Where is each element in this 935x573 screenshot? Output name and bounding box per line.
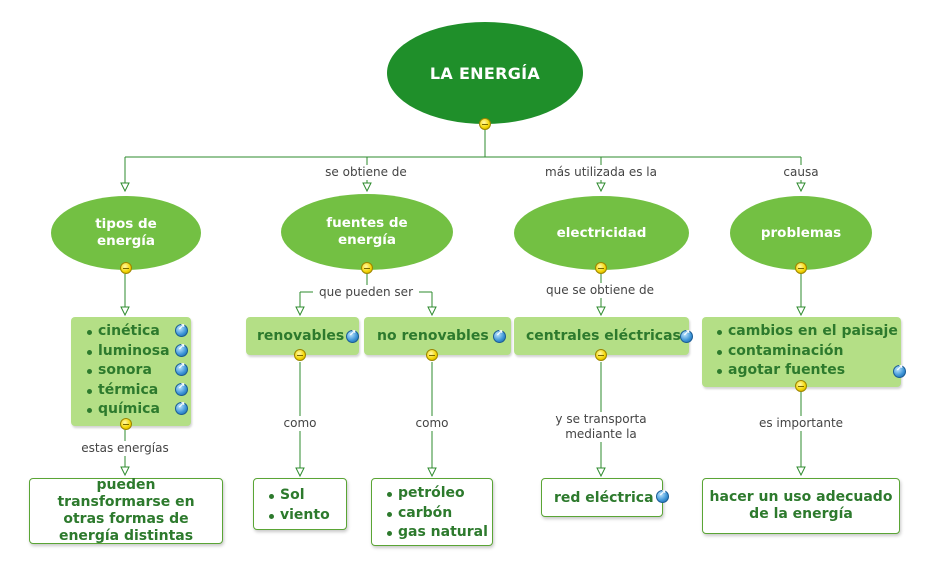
external-link-icon[interactable] (175, 401, 188, 415)
external-link-icon[interactable] (893, 364, 906, 378)
list-item: sonora (85, 361, 191, 381)
node-fuentes-de-energia[interactable]: fuentes de energía (281, 194, 453, 270)
external-link-icon[interactable] (680, 329, 693, 343)
renovables-list: Sol viento (267, 486, 346, 525)
collapse-toggle-icon[interactable] (294, 349, 306, 361)
label-como-renovables: como (278, 416, 322, 431)
node-tipos-de-energia[interactable]: tipos de energía (51, 196, 201, 270)
collapse-toggle-icon[interactable] (120, 262, 132, 274)
node-electricidad[interactable]: electricidad (514, 196, 689, 270)
node-renovables[interactable]: renovables (246, 317, 359, 355)
collapse-toggle-icon[interactable] (361, 262, 373, 274)
node-no-renovables[interactable]: no renovables (364, 317, 511, 355)
external-link-icon[interactable] (493, 329, 506, 343)
arrow-icon (120, 306, 130, 317)
collapse-toggle-icon[interactable] (426, 349, 438, 361)
list-item: contaminación (715, 342, 901, 362)
collapse-toggle-icon[interactable] (595, 349, 607, 361)
collapse-toggle-icon[interactable] (120, 418, 132, 430)
label-estas-energias: estas energías (71, 441, 179, 456)
collapse-toggle-icon[interactable] (795, 380, 807, 392)
label-que-pueden-ser: que pueden ser (313, 285, 419, 300)
list-item: cambios en el paisaje (715, 322, 901, 342)
external-link-icon[interactable] (175, 343, 188, 357)
list-item: cinética (85, 322, 191, 342)
tipos-list: cinética luminosa sonora térmica química (85, 322, 191, 420)
external-link-icon[interactable] (175, 362, 188, 376)
arrow-icon (295, 306, 305, 317)
external-link-icon[interactable] (175, 323, 188, 337)
arrow-icon (796, 466, 806, 477)
problemas-list: cambios en el paisaje contaminación agot… (715, 322, 901, 381)
label-se-transporta: y se transporta mediante la (546, 412, 656, 442)
arrow-icon (427, 306, 437, 317)
external-link-icon[interactable] (656, 489, 669, 503)
list-item: gas natural (385, 523, 492, 543)
list-item: agotar fuentes (715, 361, 901, 381)
arrow-icon (120, 466, 130, 477)
list-item: carbón (385, 504, 492, 524)
arrow-icon (596, 306, 606, 317)
list-item: viento (267, 506, 346, 526)
no-renovables-list: petróleo carbón gas natural (385, 484, 492, 543)
list-item: química (85, 400, 191, 420)
list-item: petróleo (385, 484, 492, 504)
arrow-icon (796, 182, 806, 193)
collapse-toggle-icon[interactable] (795, 262, 807, 274)
external-link-icon[interactable] (346, 329, 359, 343)
label-se-obtiene-de: se obtiene de (316, 165, 416, 180)
node-centrales-electricas[interactable]: centrales eléctricas (514, 317, 689, 355)
arrow-icon (362, 182, 372, 193)
arrow-icon (295, 467, 305, 478)
external-link-icon[interactable] (175, 382, 188, 396)
node-problemas[interactable]: problemas (730, 196, 872, 270)
root-title: LA ENERGÍA (429, 63, 541, 83)
collapse-toggle-icon[interactable] (479, 118, 491, 130)
renovables-list-box[interactable]: Sol viento (253, 478, 347, 530)
tipos-list-box[interactable]: cinética luminosa sonora térmica química (71, 317, 191, 426)
arrow-icon (120, 182, 130, 193)
label-es-importante: es importante (752, 416, 850, 431)
problemas-result-box[interactable]: hacer un uso adecuado de la energía (702, 478, 900, 534)
label-mas-utilizada: más utilizada es la (531, 165, 671, 180)
label-causa: causa (776, 165, 826, 180)
no-renovables-list-box[interactable]: petróleo carbón gas natural (371, 478, 493, 546)
label-que-se-obtiene-de: que se obtiene de (535, 283, 665, 298)
list-item: Sol (267, 486, 346, 506)
collapse-toggle-icon[interactable] (595, 262, 607, 274)
tipos-result-box[interactable]: pueden transformarse en otras formas de … (29, 477, 223, 544)
arrow-icon (596, 467, 606, 478)
node-red-electrica[interactable]: red eléctrica (541, 478, 663, 517)
root-node[interactable]: LA ENERGÍA (387, 22, 583, 124)
arrow-icon (427, 467, 437, 478)
list-item: térmica (85, 381, 191, 401)
problemas-list-box[interactable]: cambios en el paisaje contaminación agot… (702, 317, 901, 387)
list-item: luminosa (85, 342, 191, 362)
label-como-no-renovables: como (410, 416, 454, 431)
arrow-icon (596, 182, 606, 193)
arrow-icon (796, 306, 806, 317)
